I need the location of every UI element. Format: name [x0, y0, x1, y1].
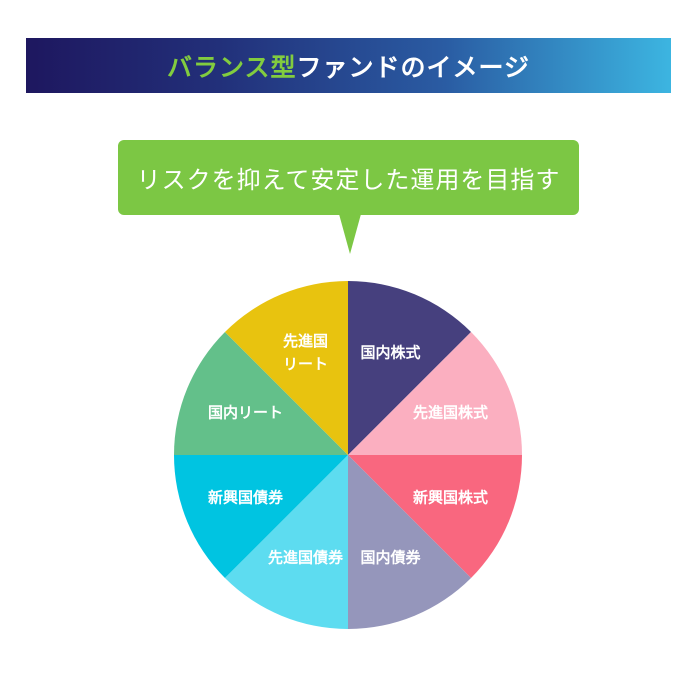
title-rest: ファンドのイメージ: [296, 52, 531, 82]
pie-slice-label-line: 国内株式: [360, 343, 420, 361]
pie-slice-label-line: 国内債券: [360, 549, 421, 567]
pie-slice: [174, 331, 348, 455]
pie-slice-label: 国内債券: [360, 549, 421, 567]
pie-slice: [348, 455, 522, 579]
pie-slice-label-line: 新興国株式: [413, 488, 488, 506]
title-highlight: バランス型: [166, 52, 297, 82]
pie-slice-label-line: 先進国: [283, 332, 328, 350]
pie-slice-label-line: リート: [283, 355, 328, 373]
callout-bubble: リスクを抑えて安定した運用を目指す: [118, 140, 579, 215]
pie-slice-label-line: 国内リート: [208, 404, 283, 422]
pie-slice-label-line: 新興国債券: [208, 488, 284, 506]
pie-slice-label: 国内株式: [360, 343, 420, 361]
pie-slice-label: 新興国債券: [208, 488, 284, 506]
pie-slice-label: 新興国株式: [413, 488, 488, 506]
pie-slice: [348, 281, 472, 455]
callout-text: リスクを抑えて安定した運用を目指す: [136, 166, 561, 194]
pie-slice: [224, 455, 348, 629]
pie-slice-label-line: 先進国債券: [268, 549, 344, 567]
pie-slice: [348, 455, 472, 629]
pie-slice-label: 先進国株式: [413, 404, 488, 422]
pie-slice-label: 先進国リート: [283, 332, 328, 373]
title-banner: バランス型ファンドのイメージ: [26, 38, 671, 93]
pie-slice-label-line: 先進国株式: [413, 404, 488, 422]
pie-slice: [174, 455, 348, 579]
pie-slice-label: 先進国債券: [268, 549, 344, 567]
pie-slice-label: 国内リート: [208, 404, 283, 422]
callout-pointer: [339, 214, 361, 254]
pie-slice: [348, 331, 522, 455]
pie-slice: [224, 281, 348, 455]
